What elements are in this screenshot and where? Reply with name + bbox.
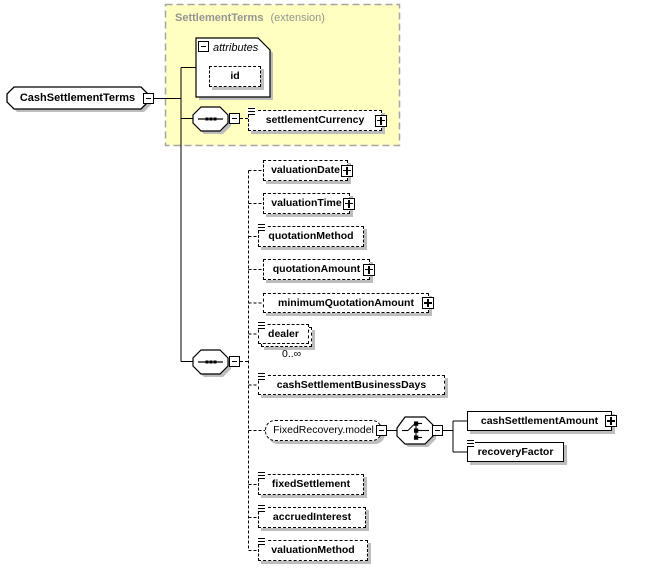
- content-lines-icon: [257, 504, 266, 512]
- expand-icon[interactable]: [605, 415, 617, 427]
- element-label: settlementCurrency: [265, 114, 365, 127]
- element-valuationTime[interactable]: valuationTime: [263, 193, 355, 214]
- expand-icon[interactable]: [422, 297, 434, 309]
- element-label: dealer: [268, 327, 299, 340]
- element-label: cashSettlementAmount: [480, 414, 599, 427]
- element-dealer[interactable]: dealer: [257, 321, 312, 347]
- occurrence-label: 0..∞: [282, 348, 302, 360]
- element-label: valuationMethod: [271, 544, 355, 557]
- element-label: quotationAmount: [272, 263, 361, 276]
- content-lines-icon: [257, 372, 266, 380]
- element-label: valuationDate: [271, 164, 340, 177]
- attribute-label: id: [230, 70, 240, 83]
- element-recoveryFactor[interactable]: recoveryFactor: [466, 439, 564, 462]
- root-element-label[interactable]: CashSettlementTerms: [19, 92, 136, 104]
- dashed-connectors: [240, 118, 265, 551]
- element-label: fixedSettlement: [271, 478, 351, 491]
- content-lines-icon: [466, 439, 475, 447]
- extension-qualifier: (extension): [270, 12, 325, 24]
- element-settlementCurrency[interactable]: settlementCurrency: [247, 107, 387, 131]
- element-label: accruedInterest: [272, 511, 352, 524]
- choice-compositor[interactable]: [396, 416, 436, 447]
- element-fixedSettlement[interactable]: fixedSettlement: [257, 471, 364, 495]
- element-label: cashSettlementBusinessDays: [276, 378, 427, 391]
- element-cashSettlementAmount[interactable]: cashSettlementAmount: [467, 411, 617, 431]
- element-valuationMethod[interactable]: valuationMethod: [257, 537, 368, 561]
- collapse-toggle-fixedrecovery[interactable]: [376, 425, 387, 436]
- content-lines-icon: [257, 223, 266, 231]
- element-quotationMethod[interactable]: quotationMethod: [257, 223, 364, 247]
- extension-title: SettlementTerms (extension): [175, 12, 325, 24]
- content-lines-icon: [247, 107, 256, 115]
- attributes-group-label: attributes: [213, 42, 259, 54]
- element-label: minimumQuotationAmount: [278, 296, 414, 309]
- element-label: valuationTime: [271, 197, 342, 210]
- choice-icon: [402, 421, 429, 440]
- extension-base-type: SettlementTerms: [175, 12, 264, 24]
- group-label: FixedRecovery.model: [273, 424, 374, 437]
- collapse-toggle-choice[interactable]: [432, 425, 443, 436]
- expand-icon[interactable]: [375, 114, 387, 127]
- sequence-icon: [198, 117, 223, 121]
- element-cashSettlementBusinessDays[interactable]: cashSettlementBusinessDays: [257, 372, 445, 395]
- solid-connectors: [154, 66, 467, 453]
- collapse-toggle-root[interactable]: [143, 93, 154, 104]
- sequence-icon: [198, 360, 223, 364]
- element-label: recoveryFactor: [477, 445, 554, 458]
- root-element-shape[interactable]: [6, 86, 151, 112]
- sequence-compositor-base[interactable]: [192, 106, 231, 134]
- expand-icon[interactable]: [341, 164, 353, 177]
- collapse-toggle-base-sequence[interactable]: [229, 113, 240, 124]
- element-accruedInterest[interactable]: accruedInterest: [257, 504, 366, 528]
- element-valuationDate[interactable]: valuationDate: [263, 160, 353, 181]
- group-FixedRecovery-model[interactable]: FixedRecovery.model: [265, 420, 382, 441]
- content-lines-icon: [257, 321, 266, 329]
- element-quotationAmount[interactable]: quotationAmount: [263, 259, 375, 280]
- collapse-toggle-attributes[interactable]: [198, 41, 209, 52]
- element-minimumQuotationAmount[interactable]: minimumQuotationAmount: [263, 293, 434, 313]
- collapse-toggle-main-sequence[interactable]: [229, 356, 240, 367]
- content-lines-icon: [257, 537, 266, 545]
- expand-icon[interactable]: [343, 197, 355, 210]
- sequence-compositor-main[interactable]: [192, 349, 231, 377]
- expand-icon[interactable]: [363, 263, 375, 276]
- content-lines-icon: [257, 471, 266, 479]
- attribute-id[interactable]: id: [209, 66, 261, 87]
- element-label: quotationMethod: [268, 230, 354, 243]
